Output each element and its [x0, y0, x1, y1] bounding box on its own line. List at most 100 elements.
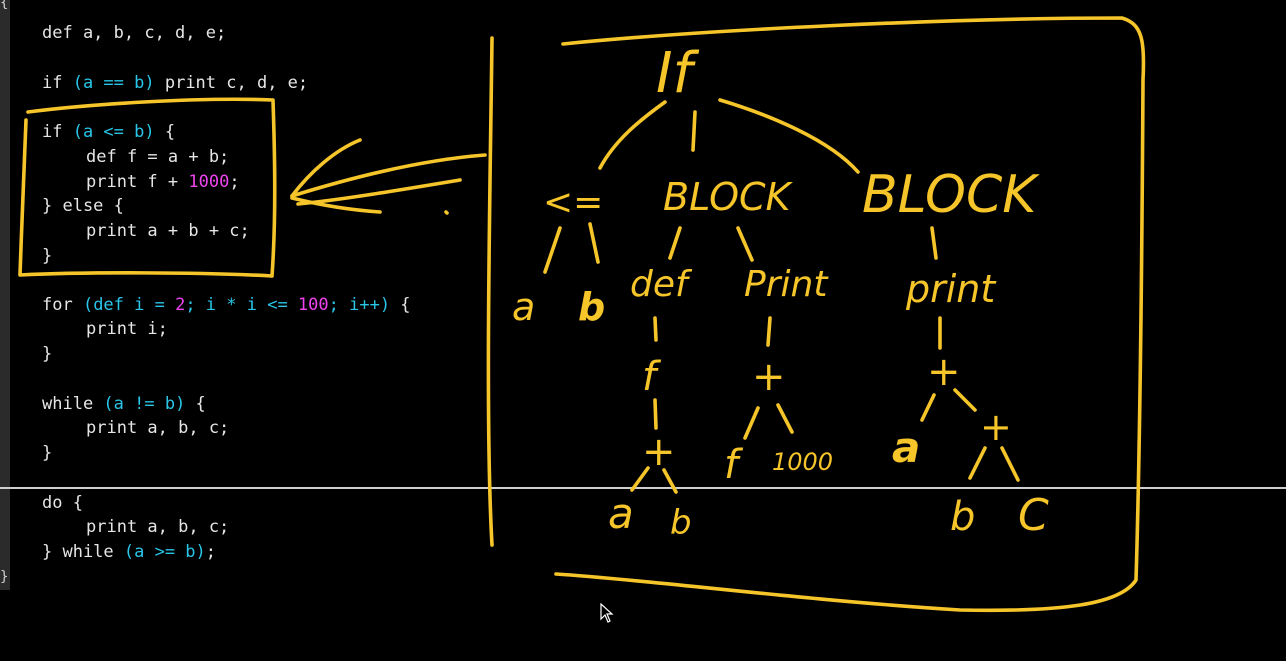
- arrow-shaft-1: [290, 153, 487, 198]
- tree-node-plus-def: +: [642, 429, 676, 475]
- code-token: {: [154, 122, 176, 142]
- tree-leaf-b2: b: [670, 503, 692, 543]
- tree-leaf-a2: a: [608, 489, 634, 538]
- tree-leaf-b3: b: [950, 494, 975, 540]
- arrow-head-up: [290, 138, 362, 198]
- code-token: (a != b): [103, 393, 186, 414]
- fold-open-brace: {: [0, 0, 9, 11]
- code-token: if: [42, 72, 73, 93]
- code-token: (a >= b): [123, 542, 206, 562]
- tree-leaf-c3: C: [1018, 490, 1049, 541]
- code-line[interactable]: print f + 1000;: [42, 170, 411, 195]
- edge-cond-a: [543, 226, 562, 274]
- arrow-head-down: [290, 196, 382, 214]
- code-token: do {: [42, 492, 83, 513]
- code-token: } while: [42, 542, 124, 562]
- edge-block1-def: [668, 226, 682, 260]
- code-line[interactable]: if (a <= b) {: [42, 120, 411, 145]
- edge-def-f: [653, 316, 658, 342]
- tree-leaf-b1: b: [578, 285, 605, 329]
- tree-node-def: def: [630, 264, 693, 305]
- tree-root-if: If: [656, 41, 700, 106]
- tree-leaf-1000: 1000: [772, 448, 833, 476]
- edge-plus4-b: [968, 446, 987, 480]
- edge-block2-print: [930, 226, 938, 260]
- tree-node-f1: f: [642, 354, 662, 400]
- mouse-pointer-icon: [600, 603, 614, 623]
- code-token: (a == b): [72, 72, 155, 93]
- code-token: 2: [175, 294, 186, 315]
- tree-node-block2: BLOCK: [862, 165, 1040, 225]
- code-token: ; i * i <=: [185, 294, 298, 315]
- code-token: }: [42, 344, 53, 364]
- code-token: ;: [205, 542, 217, 562]
- outer-box-left: [486, 36, 494, 547]
- code-line[interactable]: print a + b + c;: [42, 219, 411, 244]
- code-line[interactable]: } while (a >= b);: [42, 540, 411, 565]
- tree-node-print2: print: [905, 267, 997, 311]
- code-line[interactable]: if (a == b) print c, d, e;: [42, 71, 411, 96]
- edge-cond-b: [588, 222, 600, 264]
- edge-plus3-plus: [953, 388, 977, 412]
- code-token: ; i++): [328, 294, 391, 315]
- code-token: 100: [297, 294, 329, 315]
- edge-plus1-a: [630, 466, 650, 492]
- code-token: }: [42, 245, 53, 266]
- edge-f-plus: [653, 398, 658, 430]
- code-line[interactable]: print a, b, c;: [42, 515, 411, 540]
- code-line[interactable]: }: [42, 342, 411, 367]
- edge-plus4-c: [1000, 446, 1020, 482]
- code-token: def f = a + b;: [86, 146, 230, 167]
- code-token: } else {: [42, 196, 124, 217]
- code-editor[interactable]: def a, b, c, d, e; if (a == b) print c, d…: [42, 21, 411, 565]
- code-line[interactable]: while (a != b) {: [42, 392, 411, 417]
- tree-node-cond: <=: [543, 182, 603, 223]
- tree-node-plus-print: +: [752, 354, 786, 400]
- code-line[interactable]: } else {: [42, 194, 411, 219]
- code-token: (a <= b): [72, 122, 155, 142]
- code-line[interactable]: do {: [42, 491, 411, 516]
- code-line[interactable]: print i;: [42, 317, 411, 342]
- edge-root-cond: [598, 100, 667, 170]
- code-token: {: [185, 393, 206, 414]
- edge-plus2-f: [743, 406, 760, 440]
- code-token: ;: [229, 171, 240, 192]
- outer-box: [554, 16, 1146, 613]
- edge-plus2-1000: [776, 403, 794, 434]
- code-line[interactable]: print a, b, c;: [42, 416, 411, 441]
- edge-plus1-b: [662, 468, 678, 494]
- edge-plus3-a: [920, 393, 936, 422]
- code-token: print a, b, c;: [86, 418, 230, 439]
- edge-block1-print: [736, 226, 754, 262]
- tree-node-block1: BLOCK: [663, 175, 794, 219]
- highlight-box: [18, 97, 277, 278]
- code-token: {: [390, 294, 411, 315]
- edge-print-plus: [766, 316, 772, 347]
- code-line[interactable]: def a, b, c, d, e;: [42, 21, 411, 46]
- code-token: 1000: [188, 171, 230, 192]
- code-token: while: [42, 393, 104, 414]
- fold-close-brace: }: [0, 569, 9, 585]
- code-token: print a + b + c;: [86, 221, 250, 241]
- tree-leaf-a1: a: [512, 285, 535, 329]
- code-token: (def i =: [82, 294, 176, 315]
- tree-leaf-f2: f: [724, 442, 744, 488]
- code-token: for: [42, 294, 83, 315]
- cursor-line-rule: [0, 487, 1286, 489]
- code-token: print a, b, c;: [86, 517, 230, 538]
- tree-node-plus-print2: +: [927, 349, 961, 395]
- editor-gutter: { }: [0, 0, 10, 590]
- code-line[interactable]: }: [42, 441, 411, 466]
- code-token: print i;: [86, 319, 168, 340]
- tree-node-print1: Print: [744, 264, 829, 305]
- edge-root-block2: [718, 98, 860, 174]
- tree-node-plus-nested: +: [980, 405, 1012, 449]
- code-line[interactable]: for (def i = 2; i * i <= 100; i++) {: [42, 293, 411, 318]
- code-line[interactable]: def f = a + b;: [42, 145, 411, 170]
- code-token: print f +: [86, 171, 189, 192]
- edge-root-block1: [691, 110, 697, 152]
- arrow-shaft-2: [296, 178, 462, 206]
- code-line[interactable]: }: [42, 244, 411, 269]
- code-token: def a, b, c, d, e;: [42, 23, 227, 43]
